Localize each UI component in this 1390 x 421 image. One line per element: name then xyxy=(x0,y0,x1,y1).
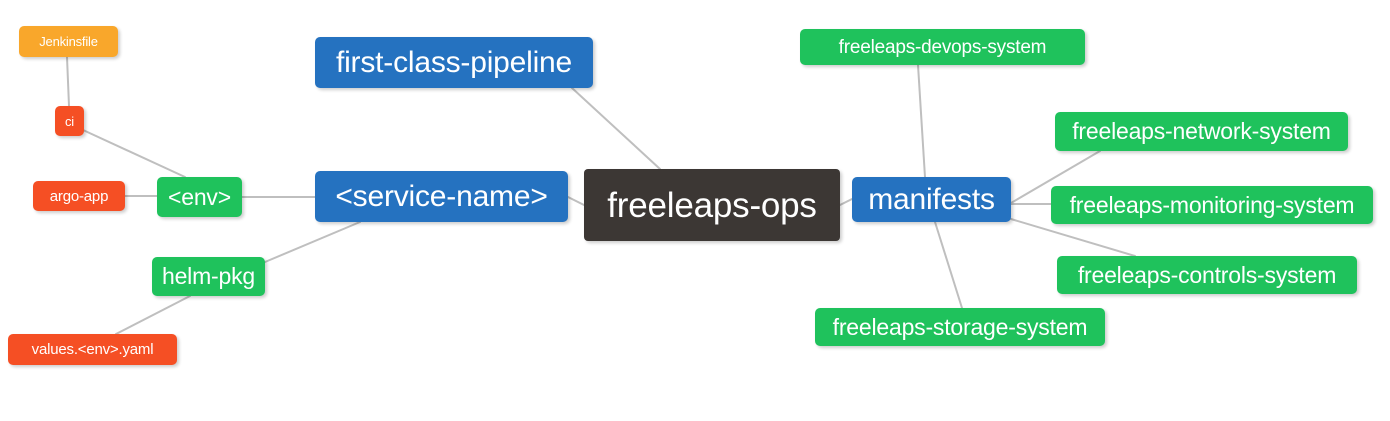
edge-freeleaps-ops-to-service-name xyxy=(567,196,585,206)
edge-helm-pkg-to-values-env-yaml xyxy=(115,295,191,335)
node-freeleaps-monitoring-system[interactable]: freeleaps-monitoring-system xyxy=(1051,186,1373,224)
edge-freeleaps-ops-to-first-class-pipeline xyxy=(571,87,661,170)
node-label-freeleaps-devops-system: freeleaps-devops-system xyxy=(838,36,1047,58)
node-label-env: <env> xyxy=(168,183,231,210)
node-label-argo-app: argo-app xyxy=(49,187,109,205)
edge-ci-to-jenkinsfile xyxy=(66,56,70,107)
node-freeleaps-controls-system[interactable]: freeleaps-controls-system xyxy=(1057,256,1357,294)
node-label-ci: ci xyxy=(65,113,74,129)
node-freeleaps-ops[interactable]: freeleaps-ops xyxy=(584,169,840,241)
node-helm-pkg[interactable]: helm-pkg xyxy=(152,257,265,296)
node-jenkinsfile[interactable]: Jenkinsfile xyxy=(19,26,118,57)
edge-manifests-to-freeleaps-controls-system xyxy=(1010,218,1136,257)
edge-env-to-ci xyxy=(82,129,186,178)
node-first-class-pipeline[interactable]: first-class-pipeline xyxy=(315,37,593,88)
node-freeleaps-storage-system[interactable]: freeleaps-storage-system xyxy=(815,308,1105,346)
edge-freeleaps-ops-to-manifests xyxy=(839,198,853,206)
node-label-jenkinsfile: Jenkinsfile xyxy=(39,34,98,49)
node-label-freeleaps-ops: freeleaps-ops xyxy=(607,185,817,225)
edge-manifests-to-freeleaps-storage-system xyxy=(934,221,963,309)
node-label-values-env-yaml: values.<env>.yaml xyxy=(31,341,154,358)
edge-manifests-to-freeleaps-devops-system xyxy=(917,64,926,178)
node-label-helm-pkg: helm-pkg xyxy=(162,263,255,289)
node-service-name[interactable]: <service-name> xyxy=(315,171,568,222)
node-manifests[interactable]: manifests xyxy=(852,177,1011,222)
node-label-freeleaps-monitoring-system: freeleaps-monitoring-system xyxy=(1069,191,1355,218)
node-argo-app[interactable]: argo-app xyxy=(33,181,125,211)
edge-service-name-to-helm-pkg xyxy=(264,221,361,263)
node-label-freeleaps-controls-system: freeleaps-controls-system xyxy=(1077,261,1337,288)
node-label-manifests: manifests xyxy=(868,182,995,216)
node-ci[interactable]: ci xyxy=(55,106,84,136)
node-label-service-name: <service-name> xyxy=(335,179,548,213)
node-label-freeleaps-network-system: freeleaps-network-system xyxy=(1072,118,1331,144)
node-label-first-class-pipeline: first-class-pipeline xyxy=(335,45,573,79)
node-freeleaps-devops-system[interactable]: freeleaps-devops-system xyxy=(800,29,1085,65)
node-label-freeleaps-storage-system: freeleaps-storage-system xyxy=(832,313,1088,340)
node-freeleaps-network-system[interactable]: freeleaps-network-system xyxy=(1055,112,1348,151)
node-env[interactable]: <env> xyxy=(157,177,242,217)
node-values-env-yaml[interactable]: values.<env>.yaml xyxy=(8,334,177,365)
